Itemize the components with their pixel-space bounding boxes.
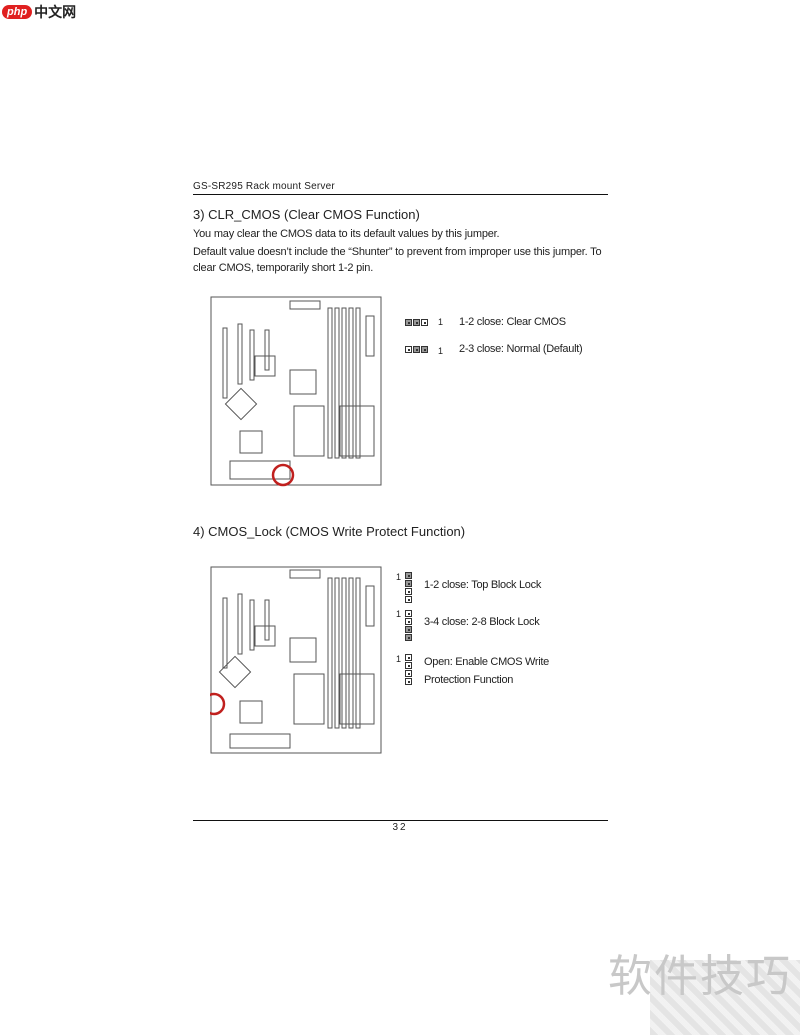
jumper-normal-icon <box>405 346 428 353</box>
jumper-top-block-lock-icon <box>405 572 412 603</box>
option-2-8-block-lock: 3-4 close: 2-8 Block Lock <box>424 616 540 628</box>
pin1-label: 1 <box>396 609 402 619</box>
jumper-location-highlight <box>210 692 226 716</box>
header-rule <box>193 194 608 195</box>
running-header: GS-SR295 Rack mount Server <box>193 181 335 192</box>
motherboard-diagram-cmos-lock <box>210 566 382 754</box>
pin1-label: 1 <box>396 572 402 582</box>
jumper-clear-cmos-icon <box>405 319 428 326</box>
option-enable-write-protection: Open: Enable CMOS Write Protection Funct… <box>424 656 549 686</box>
pin1-label: 1 <box>396 654 402 664</box>
watermark-blur <box>650 960 800 1035</box>
section4-title: 4) CMOS_Lock (CMOS Write Protect Functio… <box>193 524 466 539</box>
logo-text: 中文网 <box>34 4 77 20</box>
site-logo[interactable]: php 中文网 <box>2 2 76 22</box>
jumper-open-icon <box>405 654 412 685</box>
pin1-label: 1 <box>438 317 444 327</box>
option-top-block-lock: 1-2 close: Top Block Lock <box>424 579 542 591</box>
jumper-location-highlight <box>271 463 295 487</box>
logo-badge: php <box>2 5 33 19</box>
watermark: 软件技巧 <box>608 952 792 1001</box>
option-normal: 2-3 close: Normal (Default) <box>459 343 583 355</box>
option-clear-cmos: 1-2 close: Clear CMOS <box>459 316 566 328</box>
section3-para2: Default value doesn’t include the “Shunt… <box>193 246 602 274</box>
section3-para1: You may clear the CMOS data to its defau… <box>193 228 500 240</box>
page-number: 32 <box>392 822 408 833</box>
footer-rule <box>193 820 608 821</box>
section3-title: 3) CLR_CMOS (Clear CMOS Function) <box>193 207 420 222</box>
motherboard-diagram-clr-cmos <box>210 296 382 487</box>
pin1-label: 1 <box>438 346 444 356</box>
jumper-block-lock-icon <box>405 610 412 641</box>
